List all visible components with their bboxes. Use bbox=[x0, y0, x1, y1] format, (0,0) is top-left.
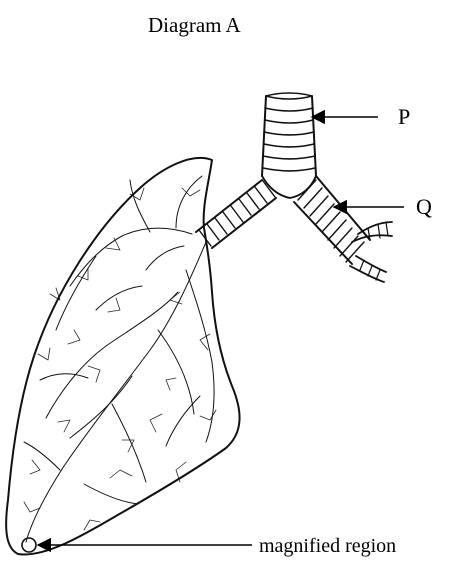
left-bronchus-wall bbox=[196, 180, 276, 248]
bronchial-tree bbox=[24, 176, 214, 542]
bronchiole-twigs bbox=[24, 188, 216, 530]
right-branch-lower bbox=[350, 256, 386, 282]
carina bbox=[262, 176, 316, 198]
label-magnified-region: magnified region bbox=[259, 535, 396, 557]
trachea-wall bbox=[262, 96, 316, 176]
diagram-title: Diagram A bbox=[148, 13, 242, 37]
magnified-region-circle bbox=[22, 538, 36, 552]
label-q: Q bbox=[416, 194, 432, 219]
left-bronchus-rings bbox=[199, 181, 275, 246]
label-p: P bbox=[398, 104, 410, 129]
trachea-rings bbox=[263, 93, 315, 171]
